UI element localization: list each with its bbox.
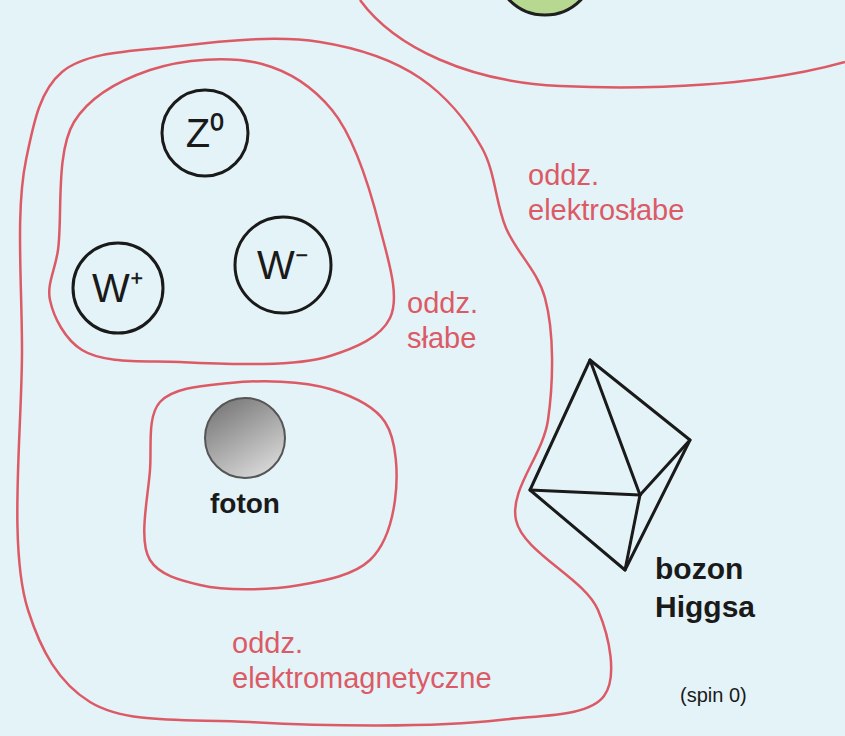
region-outline — [49, 59, 394, 364]
boson-circle: Z⁰ — [160, 88, 250, 178]
region-label: oddz. słabe — [407, 286, 515, 356]
particle-label: bozon Higgsa — [655, 550, 790, 625]
boson-circle: W⁻ — [233, 215, 333, 315]
text-holder: bozon Higgsa — [655, 550, 790, 625]
interaction-region: oddz. słabe Z⁰ W⁺ W⁻ — [40, 55, 520, 375]
text-holder: (spin 0) — [680, 684, 790, 707]
text-holder: foton — [210, 488, 280, 520]
particle-label: W⁺ — [92, 265, 144, 311]
higgs-octahedron: bozon Higgsa (spin 0) — [522, 352, 802, 728]
region-outline — [144, 381, 396, 589]
text-holder: oddz. słabe — [407, 286, 515, 356]
text-holder: oddz. elektrosłabe — [528, 158, 728, 228]
octahedron-edge — [590, 360, 640, 495]
octahedron-edge — [530, 490, 640, 495]
octahedron-edge — [625, 495, 640, 570]
interaction-region-outline — [8, 32, 622, 730]
region-outline — [17, 39, 611, 726]
cut-off-particle — [495, 0, 595, 15]
interaction-region: oddz. elektromagnetyczne foton — [135, 370, 605, 715]
particle-circle — [73, 243, 163, 333]
region-label: oddz. elektromagnetyczne — [232, 626, 562, 696]
region-label: oddz. elektrosłabe — [528, 158, 728, 228]
particle-label: foton — [210, 488, 280, 520]
particle-label: W⁻ — [257, 242, 309, 288]
text-holder: W⁺ — [71, 241, 165, 335]
text-holder: W⁻ — [233, 215, 333, 315]
octahedron-edge — [530, 360, 690, 570]
particle-circle — [235, 217, 331, 313]
particle-label: Z⁰ — [186, 110, 224, 156]
interaction-region: oddz. elektrosłabeoddz. słabeZ⁰W⁺W⁻oddz.… — [8, 32, 622, 730]
boson-circle: W⁺ — [71, 241, 165, 335]
text-holder: Z⁰ — [160, 88, 250, 178]
photon-disc — [205, 398, 285, 478]
photon-circle: foton — [203, 396, 287, 520]
octahedron-edge — [640, 440, 690, 495]
higgs-octahedron-outline — [522, 352, 802, 728]
text-holder: oddz. elektromagnetyczne — [232, 626, 562, 696]
region-outline — [360, 0, 845, 87]
particle-label: (spin 0) — [680, 684, 790, 707]
particle-circle — [162, 90, 248, 176]
